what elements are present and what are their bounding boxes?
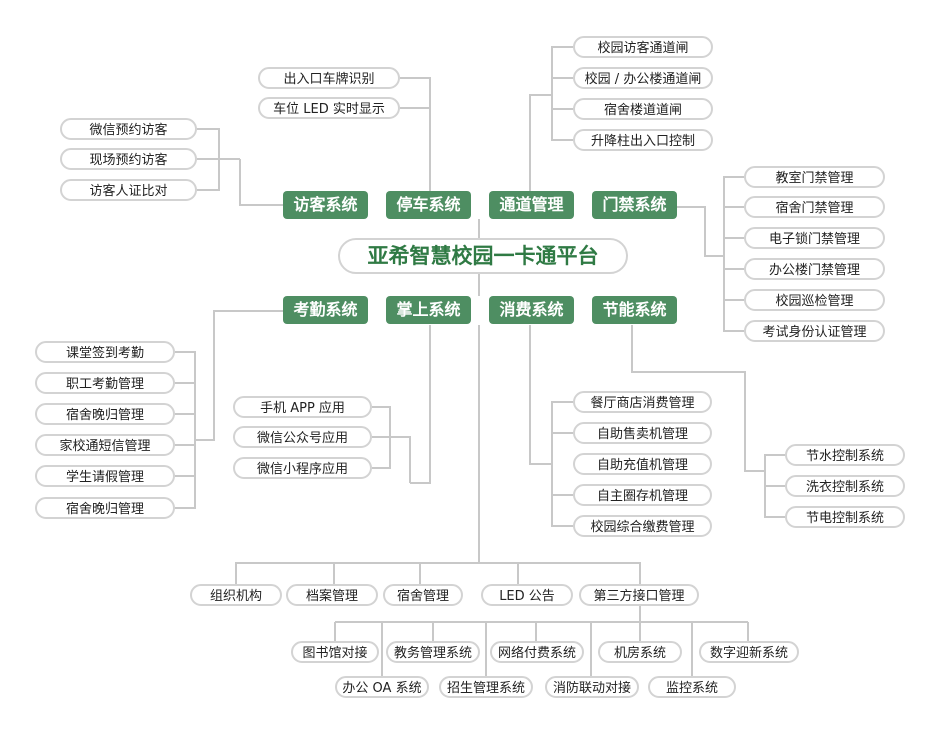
node-access-item[interactable]: 办公楼门禁管理 — [744, 258, 885, 280]
hub-energy-saving-system[interactable]: 节能系统 — [592, 296, 677, 324]
node-consumption-item[interactable]: 自主圈存机管理 — [573, 484, 712, 506]
node-access-item[interactable]: 宿舍门禁管理 — [744, 196, 885, 218]
node-passage-item[interactable]: 校园 / 办公楼通道闸 — [573, 67, 713, 89]
node-energy-item[interactable]: 洗衣控制系统 — [785, 475, 905, 497]
node-passage-item[interactable]: 宿舍楼道道闸 — [573, 98, 713, 120]
node-bottom-item[interactable]: 档案管理 — [286, 584, 378, 606]
node-third-party-item[interactable]: 机房系统 — [598, 641, 682, 663]
node-passage-item[interactable]: 校园访客通道闸 — [573, 36, 713, 58]
node-attendance-item[interactable]: 课堂签到考勤 — [35, 341, 175, 363]
node-visitor-item[interactable]: 访客人证比对 — [60, 179, 197, 201]
platform-title: 亚希智慧校园一卡通平台 — [338, 238, 628, 274]
node-consumption-item[interactable]: 自助售卖机管理 — [573, 422, 712, 444]
node-consumption-item[interactable]: 餐厅商店消费管理 — [573, 391, 712, 413]
node-third-party-item[interactable]: 招生管理系统 — [439, 676, 533, 698]
node-visitor-item[interactable]: 现场预约访客 — [60, 148, 197, 170]
node-attendance-item[interactable]: 学生请假管理 — [35, 465, 175, 487]
node-access-item[interactable]: 校园巡检管理 — [744, 289, 885, 311]
hub-parking-system[interactable]: 停车系统 — [386, 191, 471, 219]
node-bottom-item[interactable]: LED 公告 — [481, 584, 573, 606]
node-attendance-item[interactable]: 职工考勤管理 — [35, 372, 175, 394]
node-access-item[interactable]: 电子锁门禁管理 — [744, 227, 885, 249]
node-third-party-item[interactable]: 消防联动对接 — [545, 676, 639, 698]
node-bottom-item[interactable]: 宿舍管理 — [383, 584, 463, 606]
hub-attendance-system[interactable]: 考勤系统 — [283, 296, 368, 324]
node-parking-item[interactable]: 出入口车牌识别 — [258, 67, 400, 89]
node-visitor-item[interactable]: 微信预约访客 — [60, 118, 197, 140]
node-access-item[interactable]: 教室门禁管理 — [744, 166, 885, 188]
node-energy-item[interactable]: 节电控制系统 — [785, 506, 905, 528]
node-third-party-interface[interactable]: 第三方接口管理 — [579, 584, 699, 606]
hub-consumption-system[interactable]: 消费系统 — [489, 296, 574, 324]
node-energy-item[interactable]: 节水控制系统 — [785, 444, 905, 466]
hub-mobile-system[interactable]: 掌上系统 — [386, 296, 471, 324]
hub-visitor-system[interactable]: 访客系统 — [283, 191, 368, 219]
node-attendance-item[interactable]: 宿舍晚归管理 — [35, 403, 175, 425]
node-parking-item[interactable]: 车位 LED 实时显示 — [258, 97, 400, 119]
node-consumption-item[interactable]: 校园综合缴费管理 — [573, 515, 712, 537]
node-attendance-item[interactable]: 家校通短信管理 — [35, 434, 175, 456]
node-attendance-item[interactable]: 宿舍晚归管理 — [35, 497, 175, 519]
node-mobile-item[interactable]: 手机 APP 应用 — [233, 396, 372, 418]
node-mobile-item[interactable]: 微信小程序应用 — [233, 457, 372, 479]
node-bottom-item[interactable]: 组织机构 — [190, 584, 282, 606]
node-third-party-item[interactable]: 网络付费系统 — [490, 641, 584, 663]
node-third-party-item[interactable]: 办公 OA 系统 — [335, 676, 429, 698]
node-third-party-item[interactable]: 教务管理系统 — [386, 641, 480, 663]
hub-passage-management[interactable]: 通道管理 — [489, 191, 574, 219]
node-consumption-item[interactable]: 自助充值机管理 — [573, 453, 712, 475]
node-passage-item[interactable]: 升降柱出入口控制 — [573, 129, 713, 151]
node-mobile-item[interactable]: 微信公众号应用 — [233, 426, 372, 448]
node-third-party-item[interactable]: 数字迎新系统 — [699, 641, 799, 663]
node-access-item[interactable]: 考试身份认证管理 — [744, 320, 885, 342]
node-third-party-item[interactable]: 图书馆对接 — [291, 641, 379, 663]
node-third-party-item[interactable]: 监控系统 — [648, 676, 736, 698]
hub-access-control-system[interactable]: 门禁系统 — [592, 191, 677, 219]
